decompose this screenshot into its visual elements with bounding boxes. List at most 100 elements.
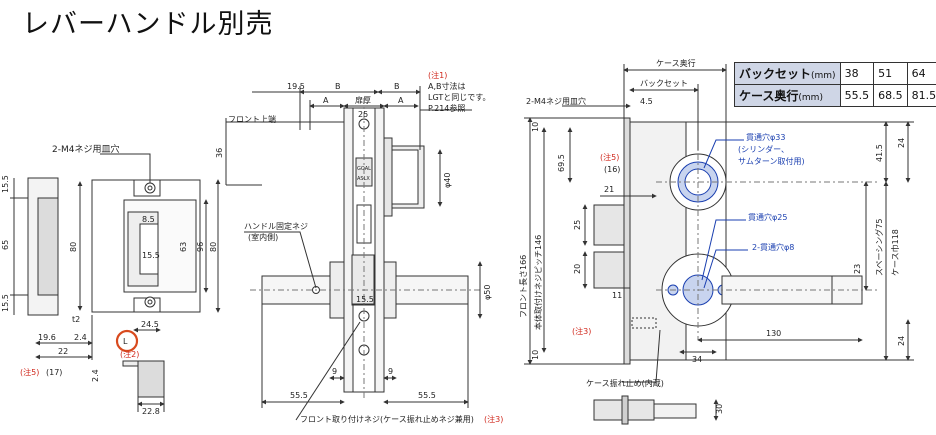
strike-note5-val: (17)	[46, 368, 62, 377]
front-length-label: フロント長さ166	[519, 255, 528, 318]
dim-text: φ40	[443, 173, 452, 188]
dim-text: A	[323, 96, 329, 105]
dim-text: 22.8	[142, 407, 160, 416]
fix-screw-label: (室内側)	[248, 232, 278, 242]
l-mark: L	[123, 337, 128, 346]
note3-area	[631, 317, 657, 329]
dim-text: 96	[196, 242, 205, 252]
dim-text: t2	[72, 315, 80, 324]
spec-cell: 68.5	[873, 84, 908, 107]
screw-pitch-label: 本体取付けネジピッチ146	[533, 235, 543, 330]
l-mark-circle	[115, 329, 139, 353]
strike-side-box	[37, 197, 59, 296]
anti-vib-pin	[653, 403, 697, 419]
dim-text: 24.5	[141, 320, 159, 329]
dim-text: 19.5	[287, 82, 305, 91]
spec-row-backset: バックセット(mm) 38 51 64	[734, 62, 936, 85]
spec-cell: 81.5	[906, 84, 936, 107]
page-title: レバーハンドル別売	[22, 9, 274, 40]
case-hole-label: 2-M4ネジ用皿穴	[526, 96, 586, 106]
callout-text: (シリンダー、	[738, 144, 789, 154]
fix-screw-label: ハンドル固定ネジ	[244, 221, 308, 231]
front-deadbolt	[351, 254, 375, 306]
dim-text: 63	[179, 242, 188, 252]
dim-text: 69.5	[557, 154, 566, 172]
strike-screw-hole-bottom	[144, 296, 156, 308]
anti-vib-label: ケース振れ止め(内蔵)	[586, 378, 664, 388]
spec-row-depth: ケース奥行(mm) 55.5 68.5 81.5	[734, 84, 936, 107]
dim-text: 20	[573, 264, 582, 274]
callout-text: 2-貫通穴φ8	[752, 242, 794, 252]
case-depth-label: ケース奥行	[656, 58, 696, 68]
dim-text: 55.5	[418, 391, 436, 400]
spec-label-text: バックセット	[739, 67, 812, 81]
leader-line	[244, 231, 317, 289]
cylinder-escutcheon	[383, 137, 393, 217]
leader-line	[295, 321, 361, 421]
dim-text: 24	[897, 138, 906, 148]
case-deadbolt	[593, 204, 625, 246]
strike-labels: 2-M4ネジ用皿穴 15.5 65 15.5 80 63 96 80 8.5 1…	[1, 143, 218, 416]
dim-text: 55.5	[290, 391, 308, 400]
dim-text: 25	[358, 110, 368, 119]
lever-right	[383, 275, 469, 305]
dim-text: φ50	[483, 285, 492, 300]
backset-label: バックセット	[640, 79, 688, 88]
dim-text: 11	[612, 291, 622, 300]
leader-line	[703, 249, 748, 289]
brand-text: GOAL	[357, 166, 371, 172]
front-top-label: フロント上端	[228, 114, 276, 124]
note1-line: LGTと同じです。	[428, 93, 490, 102]
case-note5: (注5)	[600, 152, 619, 162]
front-view	[225, 86, 483, 421]
spec-table: バックセット(mm) 38 51 64 ケース奥行(mm) 55.5 68.5 …	[734, 62, 936, 107]
dim-text: 130	[766, 329, 781, 338]
dim-text: 21	[604, 185, 614, 194]
strike-screw-hole-top	[144, 182, 156, 194]
dim-text: 80	[209, 242, 218, 252]
note1-line: P.214参照	[428, 103, 465, 113]
dim-text: 15.5	[142, 251, 160, 260]
dim-text: 25	[573, 220, 582, 230]
cylinder-inner	[391, 149, 419, 205]
strike-plate-tab-top	[133, 180, 161, 197]
dim-text: 15.5	[356, 295, 374, 304]
dim-text: 23	[853, 264, 862, 274]
anti-vib-plate	[621, 395, 629, 425]
spec-unit: (mm)	[798, 93, 823, 103]
spec-label: ケース奥行(mm)	[734, 84, 841, 107]
dim-text: 扉厚	[355, 95, 371, 105]
dim-text: 80	[69, 242, 78, 252]
dim-text: 15.5	[1, 294, 10, 312]
strike-latch-hole	[139, 223, 159, 275]
dim-text: 22	[58, 347, 68, 356]
dim-text: B	[335, 82, 341, 91]
callout-text: 貫通穴φ33	[746, 132, 785, 142]
spacing-label: スペーシング75	[874, 219, 884, 276]
note1-line: A,B寸法は	[428, 81, 466, 91]
note1-title: (注1)	[428, 70, 447, 80]
case-front-plate	[623, 117, 631, 365]
callout-text: 貫通穴φ25	[748, 212, 787, 222]
dim-text: 24	[897, 336, 906, 346]
callout-text: サムターン取付用)	[738, 156, 805, 166]
leader-line	[703, 139, 744, 169]
spec-unit: (mm)	[811, 71, 836, 81]
leader-line	[622, 329, 661, 383]
leader-line	[419, 98, 472, 111]
dim-text: 10	[531, 350, 540, 360]
front-screw-note: (注3)	[484, 414, 503, 424]
dim-text: 2.4	[74, 333, 87, 342]
case-body-left	[629, 121, 687, 361]
dim-text: 30	[715, 404, 724, 414]
dim-text: 2.4	[91, 369, 100, 382]
case-note3: (注3)	[572, 326, 591, 336]
dim-text: 9	[332, 367, 337, 376]
case-view	[524, 64, 914, 425]
dim-text: 41.5	[875, 144, 884, 162]
dim-text: 4.5	[640, 97, 653, 106]
strike-view	[10, 153, 221, 412]
dim-text: 34	[692, 355, 702, 364]
note2-label: (注2)	[120, 349, 139, 359]
